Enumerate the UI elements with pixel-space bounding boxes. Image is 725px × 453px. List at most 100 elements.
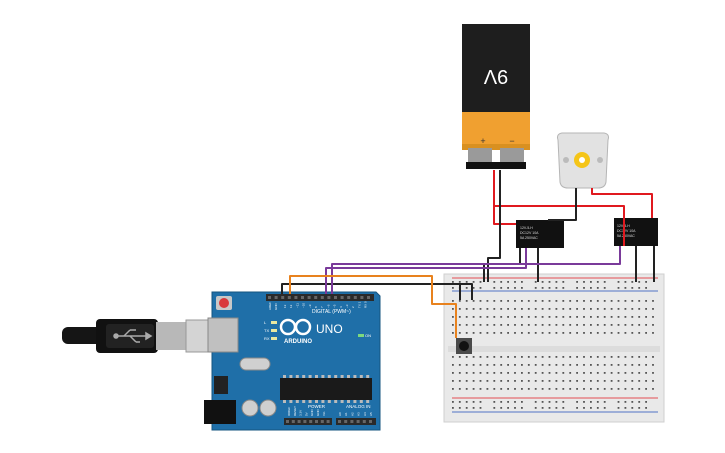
breadboard-hole [603, 407, 606, 409]
breadboard-hole [534, 316, 537, 318]
breadboard-hole [486, 364, 489, 366]
breadboard-hole [583, 324, 585, 326]
breadboard-hole [521, 372, 523, 374]
chip-pin [321, 400, 325, 403]
relay-right: 12V-5-H DC12V 10A 5A 250VAC [614, 218, 658, 246]
wire-purple-pin-to-right-relay [331, 246, 621, 294]
breadboard-hole [645, 364, 647, 366]
breadboard-hole [645, 407, 647, 409]
breadboard-hole [583, 332, 585, 334]
breadboard-hole [617, 287, 620, 289]
header-hole [344, 420, 348, 423]
breadboard-hole [479, 300, 482, 302]
breadboard-hole [486, 388, 489, 390]
usb-icon [113, 329, 153, 343]
breadboard-hole [548, 356, 551, 358]
arduino-uno-board[interactable]: ARDUINO UNO DIGITAL (PWM~) ON L TX RX PO… [204, 291, 381, 431]
breadboard-hole [610, 388, 613, 390]
digital-pin-label: RX 0 [364, 301, 368, 308]
breadboard-hole [596, 380, 599, 382]
header-hole [315, 420, 318, 423]
header-hole [369, 420, 372, 423]
breadboard-hole [631, 281, 634, 283]
breadboard-hole [458, 388, 461, 390]
breadboard-hole [472, 316, 475, 318]
breadboard-hole [631, 300, 634, 302]
breadboard-hole [458, 380, 461, 382]
power-header [284, 418, 332, 425]
breadboard-hole [596, 407, 599, 409]
battery-neg-label: − [509, 136, 514, 146]
breadboard-hole [534, 332, 537, 334]
breadboard-hole [569, 356, 572, 358]
breadboard-hole [500, 364, 503, 366]
relay-left: 12V-5-H DC12V 10A 5A 250VAC [516, 220, 564, 248]
header-hole [347, 296, 351, 299]
breadboard-hole [541, 316, 544, 318]
breadboard-hole [576, 401, 578, 403]
breadboard-hole [555, 324, 558, 326]
breadboard-hole [472, 407, 475, 409]
header-hole [356, 420, 360, 423]
breadboard-hole [521, 356, 523, 358]
wire-black-battery-to-breadboard [487, 170, 501, 282]
chip-pin [359, 375, 363, 378]
breadboard-hole [576, 332, 578, 334]
breadboard-hole [507, 407, 509, 409]
power-jack[interactable] [204, 400, 236, 424]
breadboard-hole [465, 380, 468, 382]
breadboard-hole [645, 332, 647, 334]
chip-pin [347, 375, 350, 378]
breadboard-hole [638, 316, 641, 318]
breadboard-hole [596, 388, 599, 390]
breadboard-hole [583, 380, 585, 382]
breadboard-hole [617, 372, 620, 374]
breadboard-hole [452, 364, 454, 366]
breadboard-hole [596, 281, 599, 283]
breadboard-hole [541, 281, 544, 283]
chip-pin [289, 375, 293, 378]
breadboard-hole [576, 364, 578, 366]
header-hole [309, 420, 313, 423]
header-hole [301, 296, 304, 299]
breadboard-hole [555, 287, 558, 289]
breadboard-hole [562, 356, 565, 358]
breadboard-hole [486, 380, 489, 382]
breadboard-hole [507, 287, 509, 289]
breadboard-hole [610, 356, 613, 358]
breadboard-hole [583, 388, 585, 390]
breadboard[interactable] [443, 273, 665, 423]
breadboard-hole [590, 324, 592, 326]
chip-pin [327, 375, 331, 378]
breadboard-hole [555, 316, 558, 318]
breadboard-hole [452, 332, 454, 334]
battery-9v: 9V + − [462, 24, 530, 169]
breadboard-hole [576, 287, 578, 289]
breadboard-hole [479, 364, 482, 366]
breadboard-hole [631, 324, 634, 326]
breadboard-hole [624, 332, 627, 334]
header-pin-label: AREF [268, 302, 272, 310]
breadboard-hole [541, 372, 544, 374]
breadboard-hole [514, 287, 516, 289]
breadboard-hole [617, 316, 620, 318]
breadboard-hole [596, 356, 599, 358]
breadboard-hole [479, 287, 482, 289]
breadboard-hole [555, 388, 558, 390]
l-label: L [264, 320, 267, 325]
power-pin-label: Vin [322, 411, 326, 416]
breadboard-hole [514, 300, 516, 302]
breadboard-hole [624, 380, 627, 382]
breadboard-hole [624, 356, 627, 358]
breadboard-hole [610, 308, 613, 310]
breadboard-hole [548, 308, 551, 310]
breadboard-hole [562, 324, 565, 326]
breadboard-hole [631, 287, 634, 289]
breadboard-hole [569, 316, 572, 318]
breadboard-hole [479, 380, 482, 382]
breadboard-hole [493, 364, 496, 366]
breadboard-hole [527, 380, 530, 382]
power-pin-label: IOREF [287, 407, 291, 416]
push-button[interactable] [456, 338, 472, 354]
breadboard-hole [465, 364, 468, 366]
